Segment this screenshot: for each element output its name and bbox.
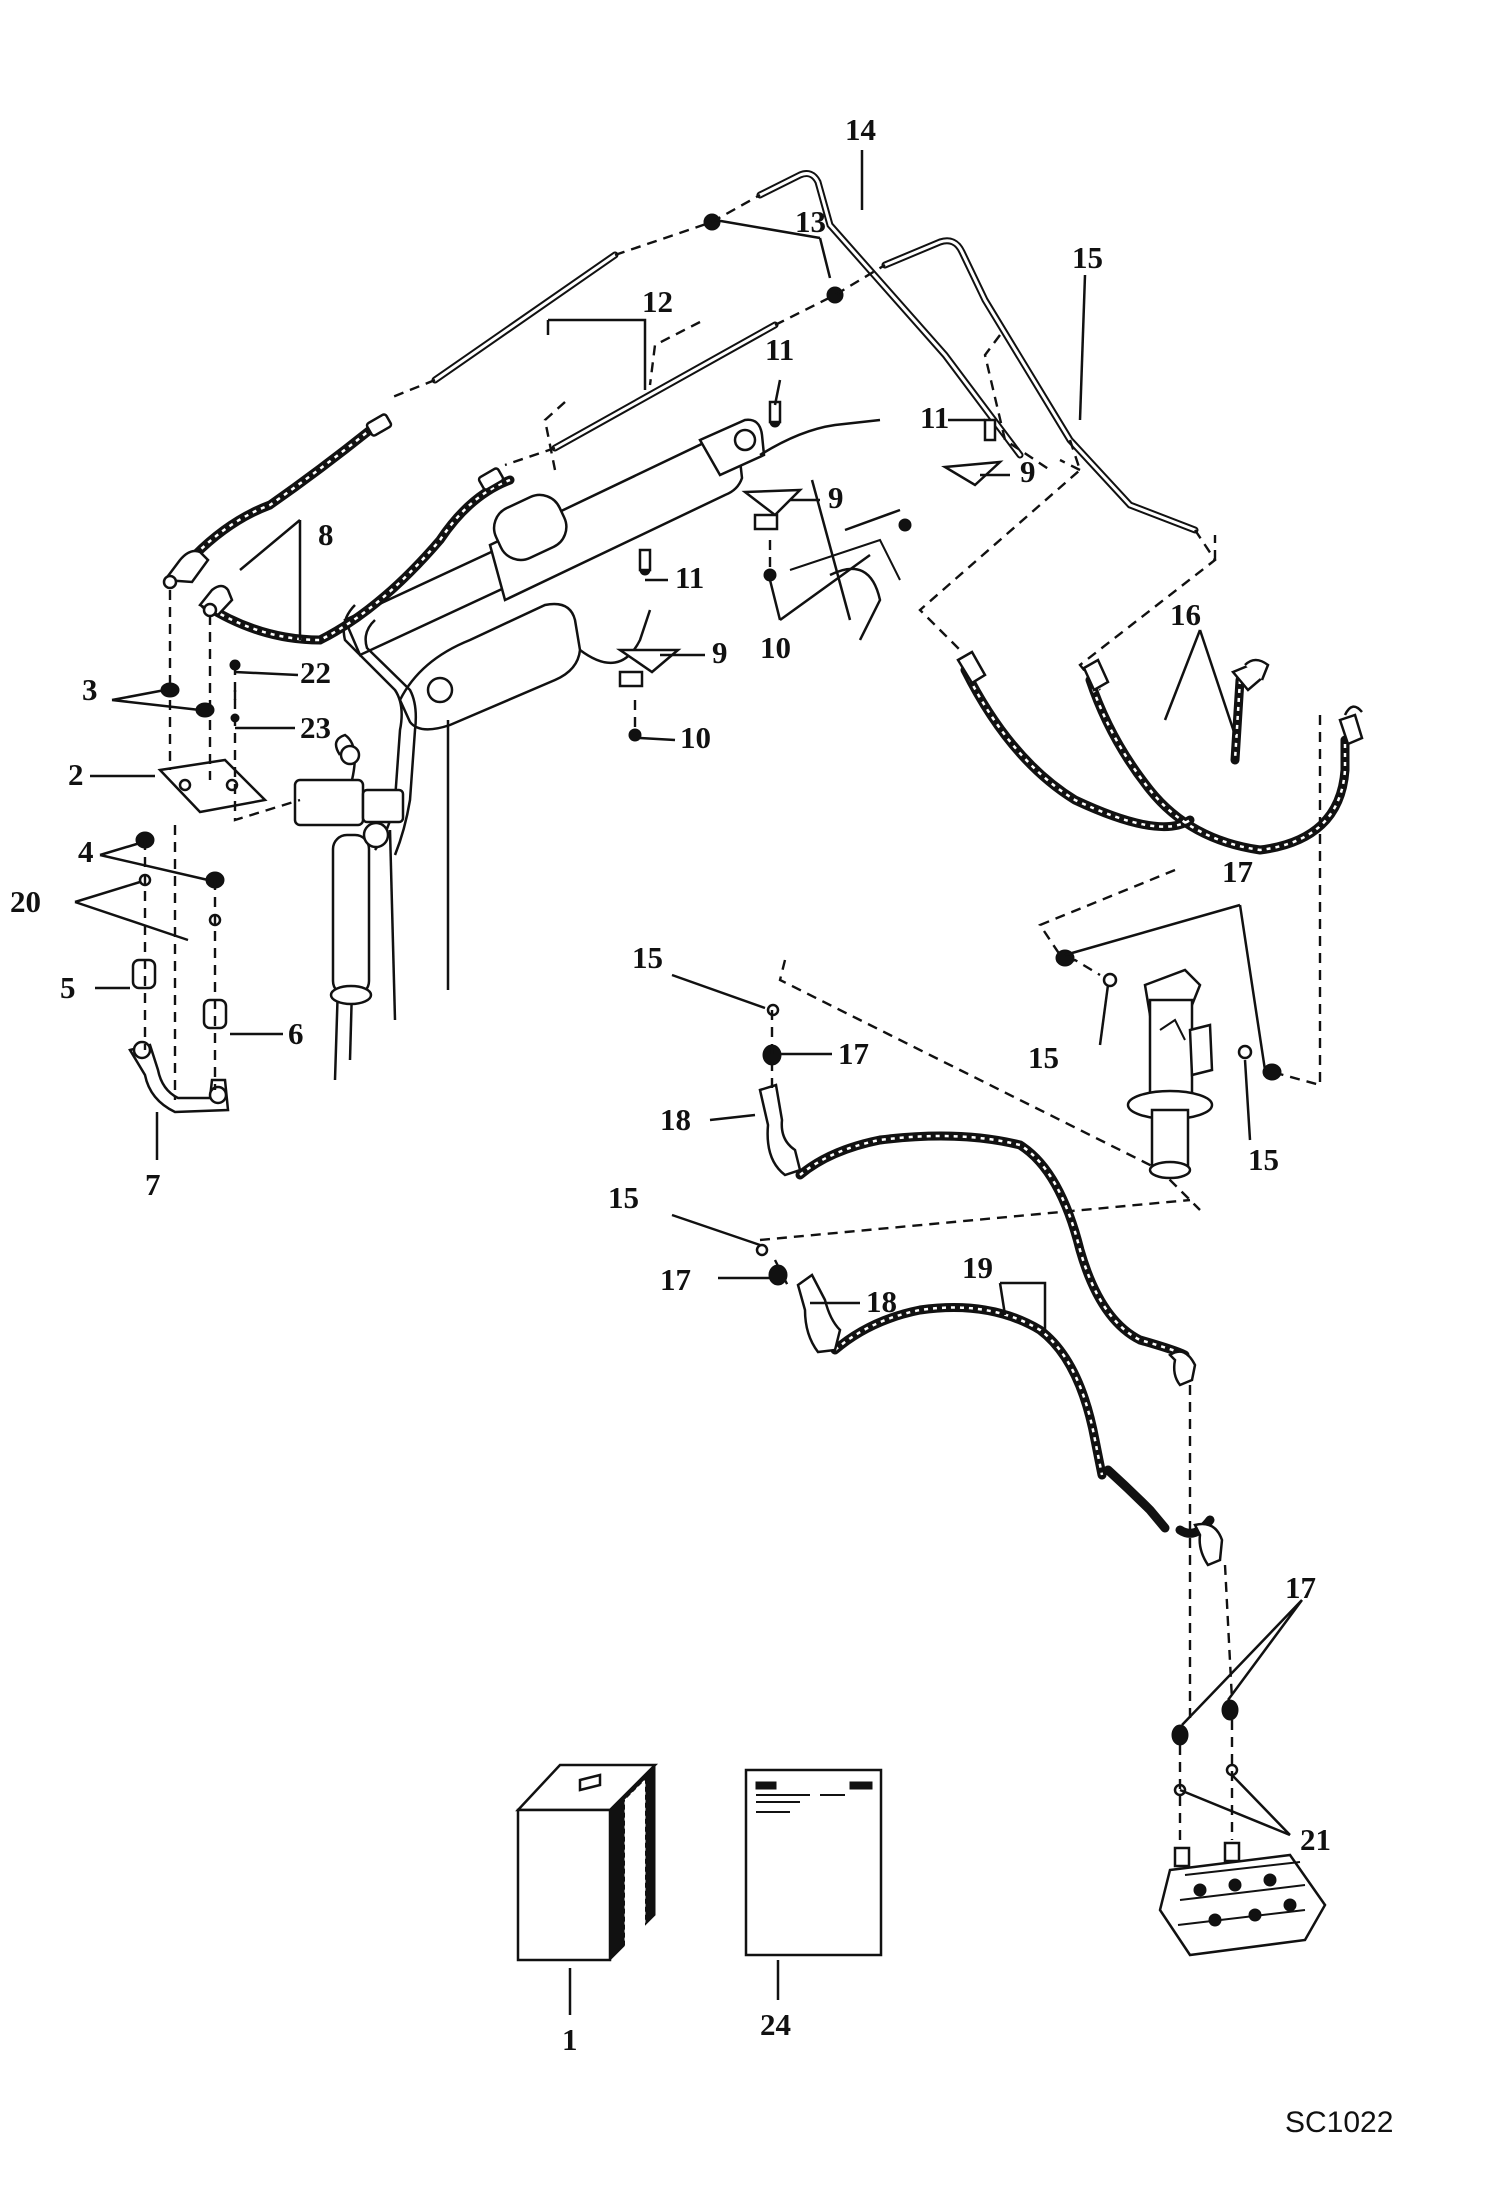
label-11-top: 11 <box>765 332 794 367</box>
label-9-mid: 9 <box>828 480 844 515</box>
label-18-lower: 18 <box>866 1284 897 1319</box>
label-20: 20 <box>10 884 41 919</box>
label-9-right: 9 <box>1020 454 1036 489</box>
clamp-9 <box>615 460 1004 688</box>
swing-cylinder <box>293 733 405 1006</box>
dashed-connectors-lower <box>770 1010 1234 1845</box>
label-15-swivel-right: 15 <box>1248 1142 1279 1177</box>
label-7: 7 <box>145 1167 161 1202</box>
label-6: 6 <box>288 1016 304 1051</box>
label-10-mid: 10 <box>760 630 791 665</box>
label-21: 21 <box>1300 1822 1331 1857</box>
adapters-5-6-7 <box>128 958 230 1114</box>
mounting-plate-2 <box>157 758 268 814</box>
steel-tube-12-upper <box>431 251 619 384</box>
label-11-right: 11 <box>920 400 949 435</box>
boom-cylinder <box>343 418 766 731</box>
label-3: 3 <box>82 672 98 707</box>
fitting-17-swivel <box>1055 949 1282 1081</box>
dashed-connectors-left <box>143 590 301 1100</box>
label-15-swivel-left: 15 <box>632 940 663 975</box>
hose-19-lower <box>830 1303 1215 1538</box>
label-10-lower: 10 <box>680 720 711 755</box>
label-4: 4 <box>78 834 94 869</box>
label-17-valve: 17 <box>1285 1570 1316 1605</box>
label-2: 2 <box>68 757 84 792</box>
swivel-joint <box>1126 968 1214 1180</box>
label-17-upper-hose: 17 <box>838 1036 869 1071</box>
label-22: 22 <box>300 655 331 690</box>
label-16: 16 <box>1170 597 1201 632</box>
steel-tube-15-upper <box>881 237 1199 534</box>
hose-19-upper <box>795 1131 1190 1360</box>
label-15-lower: 15 <box>608 1180 639 1215</box>
label-12: 12 <box>642 284 673 319</box>
label-15-top: 15 <box>1072 240 1103 275</box>
callout-labels: 14 13 15 12 11 11 9 9 8 11 10 9 16 3 22 … <box>10 112 1393 2139</box>
parts-box-1 <box>515 1763 659 1962</box>
steel-tube-12-lower <box>551 321 779 452</box>
label-15-swivel: 15 <box>1028 1040 1059 1075</box>
label-9-lower: 9 <box>712 635 728 670</box>
label-11-mid: 11 <box>675 560 704 595</box>
hose-8-upper <box>162 413 515 645</box>
label-17-swivel: 17 <box>1222 854 1253 889</box>
label-24: 24 <box>760 2007 791 2042</box>
label-5: 5 <box>60 970 76 1005</box>
label-17-lower-hose: 17 <box>660 1262 691 1297</box>
label-19: 19 <box>962 1250 993 1285</box>
label-14: 14 <box>845 112 876 147</box>
cylinder-port-fitting <box>638 400 997 576</box>
label-23: 23 <box>300 710 331 745</box>
steel-tube-14 <box>756 170 1024 459</box>
control-valve <box>1158 1841 1327 1957</box>
label-13: 13 <box>795 204 826 239</box>
label-8: 8 <box>318 517 334 552</box>
leader-lines <box>74 150 1304 2015</box>
hose-16 <box>956 650 1364 855</box>
label-1: 1 <box>562 2022 578 2057</box>
elbow-18 <box>758 1083 1224 1567</box>
drawing-code: SC1022 <box>1285 2106 1393 2139</box>
instruction-sheet-24 <box>744 1768 883 1957</box>
label-18-upper: 18 <box>660 1102 691 1137</box>
nut-10 <box>628 518 912 742</box>
